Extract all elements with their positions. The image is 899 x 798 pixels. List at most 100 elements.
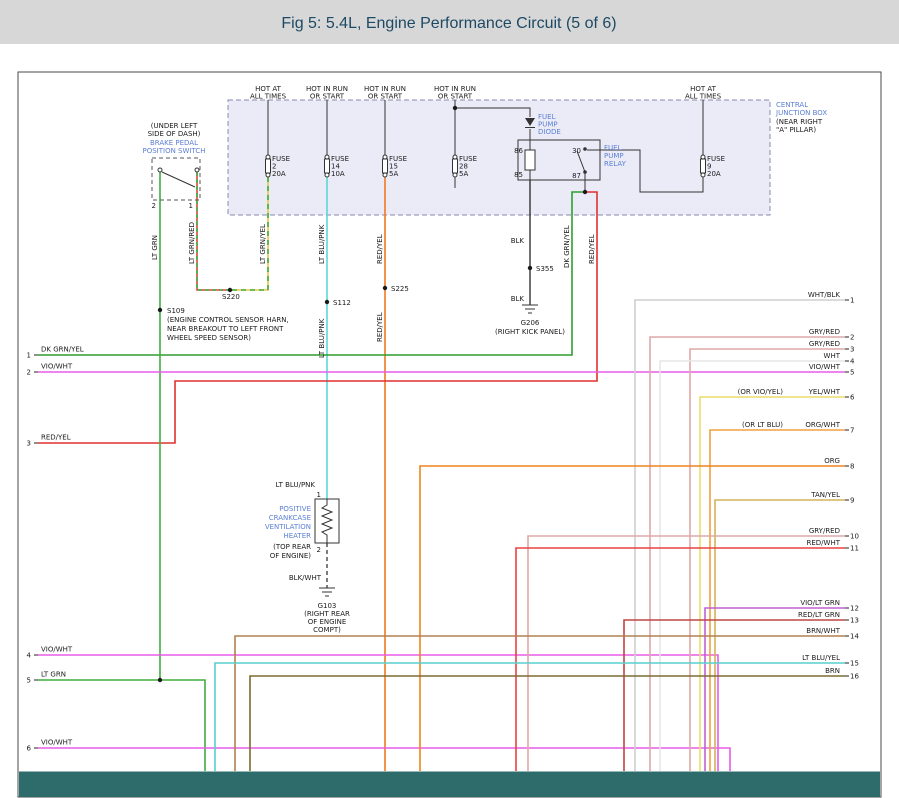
right-pin-label: ORG <box>824 457 840 465</box>
relay-name: FUEL <box>604 144 622 152</box>
switch-pin: 2 <box>152 202 156 210</box>
wire-label: BLK/WHT <box>289 574 322 582</box>
fuse-label: FUSE <box>331 155 349 163</box>
wire-red-yel-relay87 <box>38 191 598 444</box>
ground-label: G206 <box>521 319 540 327</box>
splice-label: S225 <box>391 285 409 293</box>
wire-gry-red-r10 <box>527 535 845 771</box>
fuse-2-symbol <box>265 154 271 178</box>
ground-location: COMPT) <box>313 626 341 634</box>
wire-vio-wht-left4 <box>38 654 719 771</box>
right-pin-label: GRY/RED <box>809 328 840 336</box>
cjb-location: (NEAR RIGHT <box>776 118 823 126</box>
left-pin-label: DK GRN/YEL <box>41 346 84 354</box>
pcv-name: HEATER <box>284 532 312 540</box>
bottom-bar <box>19 771 880 797</box>
central-junction-box <box>227 99 771 216</box>
right-pin-label: RED/LT GRN <box>798 611 840 619</box>
right-pin-number: 15 <box>850 660 859 668</box>
fuse-number: 15 <box>389 163 398 171</box>
wire-gry-red-r3 <box>689 348 845 771</box>
power-feed-label: OR START <box>310 93 345 101</box>
wire-lt-blu-yel-r15 <box>214 662 845 771</box>
fuse-9-symbol <box>700 154 706 178</box>
wire-layer <box>38 100 845 771</box>
wire-label: LT BLU/PNK <box>276 481 316 489</box>
splice-label: S355 <box>536 265 554 273</box>
left-pin-number: 6 <box>27 745 32 753</box>
right-pin-number: 11 <box>850 545 859 553</box>
ground-location: (RIGHT KICK PANEL) <box>495 328 565 336</box>
cjb-location: "A" PILLAR) <box>776 126 816 134</box>
fuse-number: 2 <box>272 163 276 171</box>
wire-fuse9-to-relay-30 <box>600 149 704 193</box>
switch-name: POSITION SWITCH <box>143 147 206 155</box>
left-pin-label: RED/YEL <box>41 434 71 442</box>
splice-description: NEAR BREAKOUT TO LEFT FRONT <box>167 325 284 333</box>
wire-brn-r16 <box>249 675 845 771</box>
right-pin-label: LT BLU/YEL <box>802 654 840 662</box>
power-feed-label: HOT IN RUN <box>434 85 476 93</box>
right-pin-label: RED/WHT <box>807 539 841 547</box>
ground-label: G103 <box>318 602 337 610</box>
splice-dot <box>382 285 388 291</box>
wire-gry-red-r2 <box>649 336 845 771</box>
diode-name: FUEL <box>538 113 556 121</box>
right-pin-number: 16 <box>850 673 859 681</box>
wire-label-rotated: LT GRN/RED <box>188 222 196 264</box>
ground-g206-symbol <box>522 304 538 314</box>
wire-org-wht-r7 <box>709 429 845 771</box>
fuse-amps: 10A <box>331 170 345 178</box>
wire-label-rotated: LT GRN/YEL <box>259 224 267 264</box>
wire-label-rotated: RED/YEL <box>376 234 384 264</box>
relay-name: PUMP <box>604 152 624 160</box>
right-pin-number: 14 <box>850 633 859 641</box>
splice-dot <box>227 287 233 293</box>
pcv-pin: 1 <box>317 491 321 499</box>
power-feed-label: HOT IN RUN <box>364 85 406 93</box>
cjb-name: CENTRAL <box>776 101 808 109</box>
pcv-name: CRANKCASE <box>269 514 311 522</box>
pcv-name: VENTILATION <box>265 523 311 531</box>
fuse-number: 14 <box>331 163 340 171</box>
wire-vio-wht-left6 <box>38 747 731 771</box>
pcv-location: OF ENGINE) <box>270 552 312 560</box>
relay-pin-label: 86 <box>514 147 523 155</box>
right-pin-label: GRY/RED <box>809 527 840 535</box>
figure-title: Fig 5: 5.4L, Engine Performance Circuit … <box>281 15 616 32</box>
left-pin-number: 4 <box>27 652 32 660</box>
wire-yel-wht-r6 <box>699 396 845 771</box>
wire-wht-blk-r1 <box>634 299 845 771</box>
power-feed-label: HOT IN RUN <box>306 85 348 93</box>
right-pin-label: BRN <box>825 667 840 675</box>
pcv-name: POSITIVE <box>279 505 311 513</box>
left-pin-number: 1 <box>27 352 31 360</box>
right-pin-ticks <box>845 299 849 677</box>
switch-location: SIDE OF DASH) <box>148 130 201 138</box>
wire-red-lt-grn-r13 <box>623 619 845 771</box>
right-pin-number: 8 <box>850 463 854 471</box>
right-pin-number: 1 <box>850 297 854 305</box>
wire-label-rotated: LT GRN <box>151 235 159 260</box>
right-pin-label: TAN/YEL <box>810 491 840 499</box>
right-pin-label: BRN/WHT <box>806 627 840 635</box>
power-feed-label: ALL TIMES <box>685 93 722 101</box>
power-feed-label: OR START <box>368 93 403 101</box>
fuse-amps: 20A <box>707 170 721 178</box>
wire-lt-grn-left <box>38 679 206 771</box>
left-pin-label: LT GRN <box>41 671 66 679</box>
fuse-amps: 20A <box>272 170 286 178</box>
power-feed-label: HOT AT <box>255 85 282 93</box>
right-pin-number: 5 <box>850 369 854 377</box>
wire-org-r8 <box>419 465 845 771</box>
wire-label: BLK <box>511 237 525 245</box>
splice-description: (ENGINE CONTROL SENSOR HARN, <box>167 316 289 324</box>
wire-lt-grn-yel <box>230 177 269 291</box>
right-pin-label: WHT/BLK <box>808 291 841 299</box>
wire-diode-feed <box>455 107 531 117</box>
switch-pin: 1 <box>189 202 193 210</box>
right-pin-number: 9 <box>850 497 854 505</box>
splice-dot-layer <box>157 105 588 683</box>
right-pin-number: 12 <box>850 605 859 613</box>
